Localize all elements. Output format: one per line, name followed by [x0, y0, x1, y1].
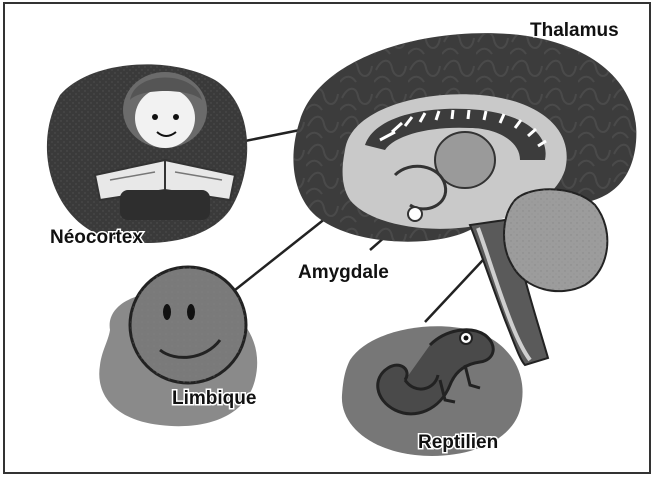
amygdale-label: Amygdale	[298, 262, 389, 283]
limbique-label: Limbique	[172, 388, 256, 409]
thalamus-label: Thalamus	[530, 20, 619, 41]
neocortex-illustration	[47, 64, 247, 243]
reptilien-label: Reptilien	[418, 432, 498, 453]
amygdala-region	[408, 207, 422, 221]
neocortex-label: Néocortex	[50, 227, 143, 248]
